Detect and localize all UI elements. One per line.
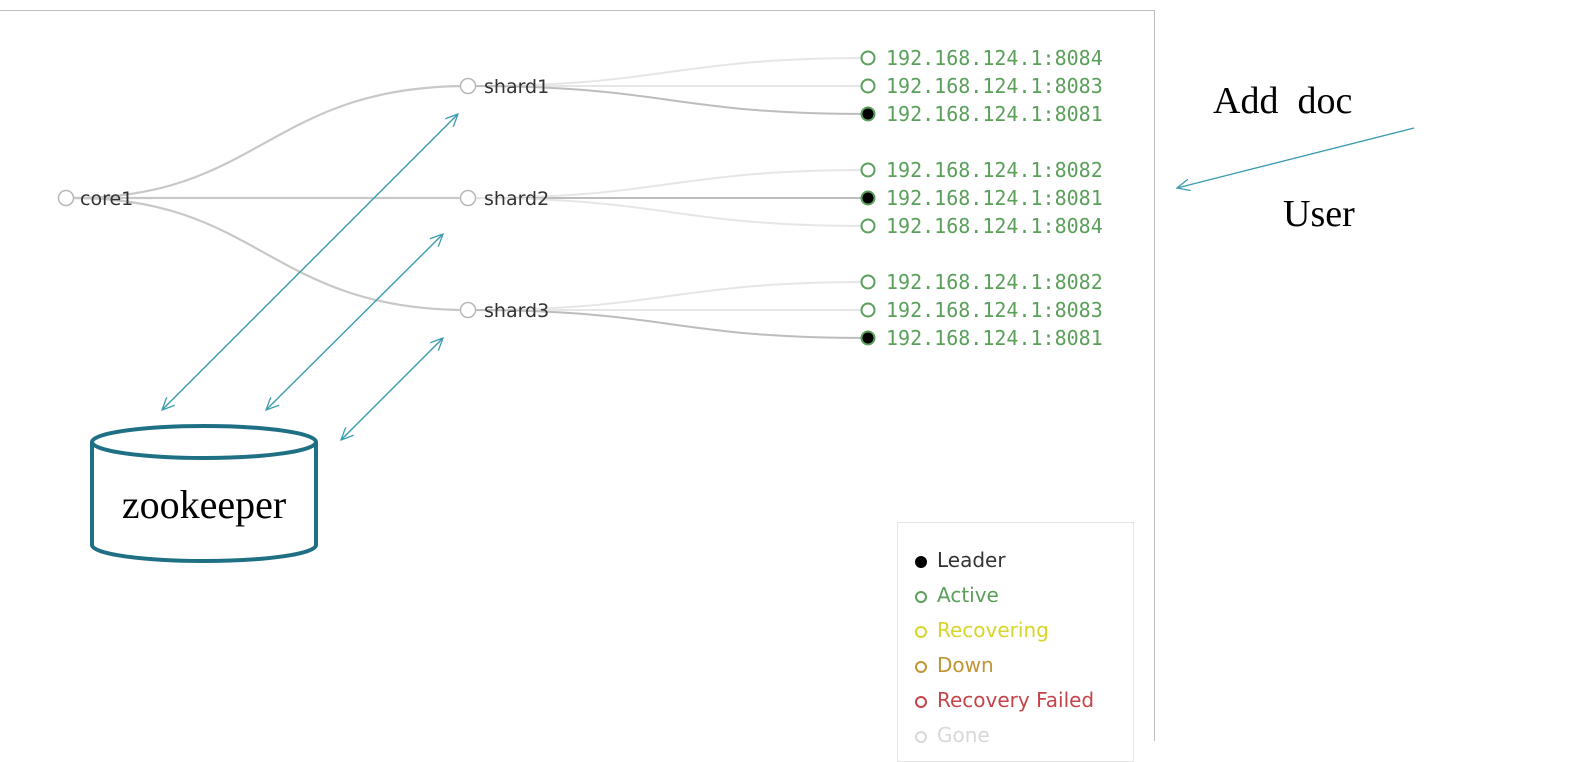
zookeeper-label: zookeeper	[122, 482, 286, 527]
shard-node-2[interactable]: shard2	[459, 188, 550, 210]
cylinder-body	[90, 442, 318, 563]
replica-address[interactable]: 192.168.124.1:8084	[886, 214, 1103, 238]
replica-address[interactable]: 192.168.124.1:8083	[886, 298, 1103, 322]
legend-label: Recovering	[937, 618, 1049, 642]
shard-node-circle[interactable]	[459, 77, 477, 95]
down-circle-icon	[915, 661, 927, 673]
shard-edges	[467, 57, 869, 339]
legend-label: Gone	[937, 723, 990, 747]
shard-label: shard3	[484, 300, 549, 322]
arrow-zookeeper-shard2	[266, 234, 443, 410]
edge-shard2-replica3	[467, 197, 869, 227]
legend-label: Leader	[937, 548, 1006, 572]
edge-shard1-replica3	[467, 85, 869, 115]
edge-shard1-replica1	[467, 57, 869, 87]
root-node[interactable]: core1	[57, 188, 134, 210]
shard-label: shard1	[484, 76, 549, 98]
replica-address[interactable]: 192.168.124.1:8081	[886, 186, 1103, 210]
arrow-zookeeper-shard3	[341, 338, 443, 440]
legend-label: Down	[937, 653, 994, 677]
gone-circle-icon	[915, 731, 927, 743]
replica-address[interactable]: 192.168.124.1:8081	[886, 102, 1103, 126]
legend-item-recovery-failed: Recovery Failed	[915, 687, 1094, 713]
replica-status-leader[interactable]	[860, 330, 876, 346]
shard-node-1[interactable]: shard1	[459, 76, 550, 98]
replica-status-active[interactable]	[860, 50, 876, 66]
legend-item-down: Down	[915, 652, 994, 678]
legend: Leader Active Recovering Down Recovery F…	[897, 522, 1134, 762]
replica-address[interactable]: 192.168.124.1:8081	[886, 326, 1103, 350]
cluster-diagram: core1 shard1 shard2 shard3 192.168.124.1…	[57, 46, 1415, 563]
edge-core1-shard1	[73, 84, 469, 200]
shard-node-circle[interactable]	[459, 301, 477, 319]
replica-address[interactable]: 192.168.124.1:8082	[886, 270, 1103, 294]
zookeeper-arrows	[162, 114, 458, 440]
add-doc-label: Add doc	[1213, 80, 1352, 122]
replica-nodes: 192.168.124.1:8084 192.168.124.1:8083 19…	[860, 46, 1103, 350]
replica-status-active[interactable]	[860, 274, 876, 290]
cylinder-top	[90, 424, 318, 460]
replica-status-active[interactable]	[860, 218, 876, 234]
cloud-graph-frame	[0, 10, 1155, 741]
edge-shard3-replica1	[467, 281, 869, 311]
shard-label: shard2	[484, 188, 549, 210]
root-node-circle[interactable]	[57, 189, 75, 207]
edge-shard3-replica3	[467, 309, 869, 339]
leader-dot-icon	[915, 556, 927, 568]
edge-core1-shard3	[73, 196, 469, 312]
legend-item-gone: Gone	[915, 722, 990, 748]
shard-node-circle[interactable]	[459, 189, 477, 207]
replica-address[interactable]: 192.168.124.1:8084	[886, 46, 1103, 70]
legend-item-active: Active	[915, 582, 999, 608]
user-label: User	[1283, 193, 1355, 235]
recovery-failed-circle-icon	[915, 696, 927, 708]
recovering-circle-icon	[915, 626, 927, 638]
shard-node-3[interactable]: shard3	[459, 300, 550, 322]
user-request: Add doc User	[1177, 80, 1415, 235]
legend-item-recovering: Recovering	[915, 617, 1049, 643]
arrow-user-to-cluster	[1177, 127, 1415, 188]
replica-address[interactable]: 192.168.124.1:8082	[886, 158, 1103, 182]
legend-label: Recovery Failed	[937, 688, 1095, 712]
legend-item-leader: Leader	[915, 547, 1006, 573]
root-node-label: core1	[80, 188, 133, 210]
edge-shard2-replica1	[467, 169, 869, 199]
legend-label: Active	[937, 583, 999, 607]
active-circle-icon	[915, 591, 927, 603]
replica-address[interactable]: 192.168.124.1:8083	[886, 74, 1103, 98]
replica-status-active[interactable]	[860, 302, 876, 318]
replica-status-active[interactable]	[860, 78, 876, 94]
replica-status-leader[interactable]	[860, 190, 876, 206]
zookeeper-database-icon: zookeeper	[90, 424, 318, 563]
replica-status-leader[interactable]	[860, 106, 876, 122]
replica-status-active[interactable]	[860, 162, 876, 178]
